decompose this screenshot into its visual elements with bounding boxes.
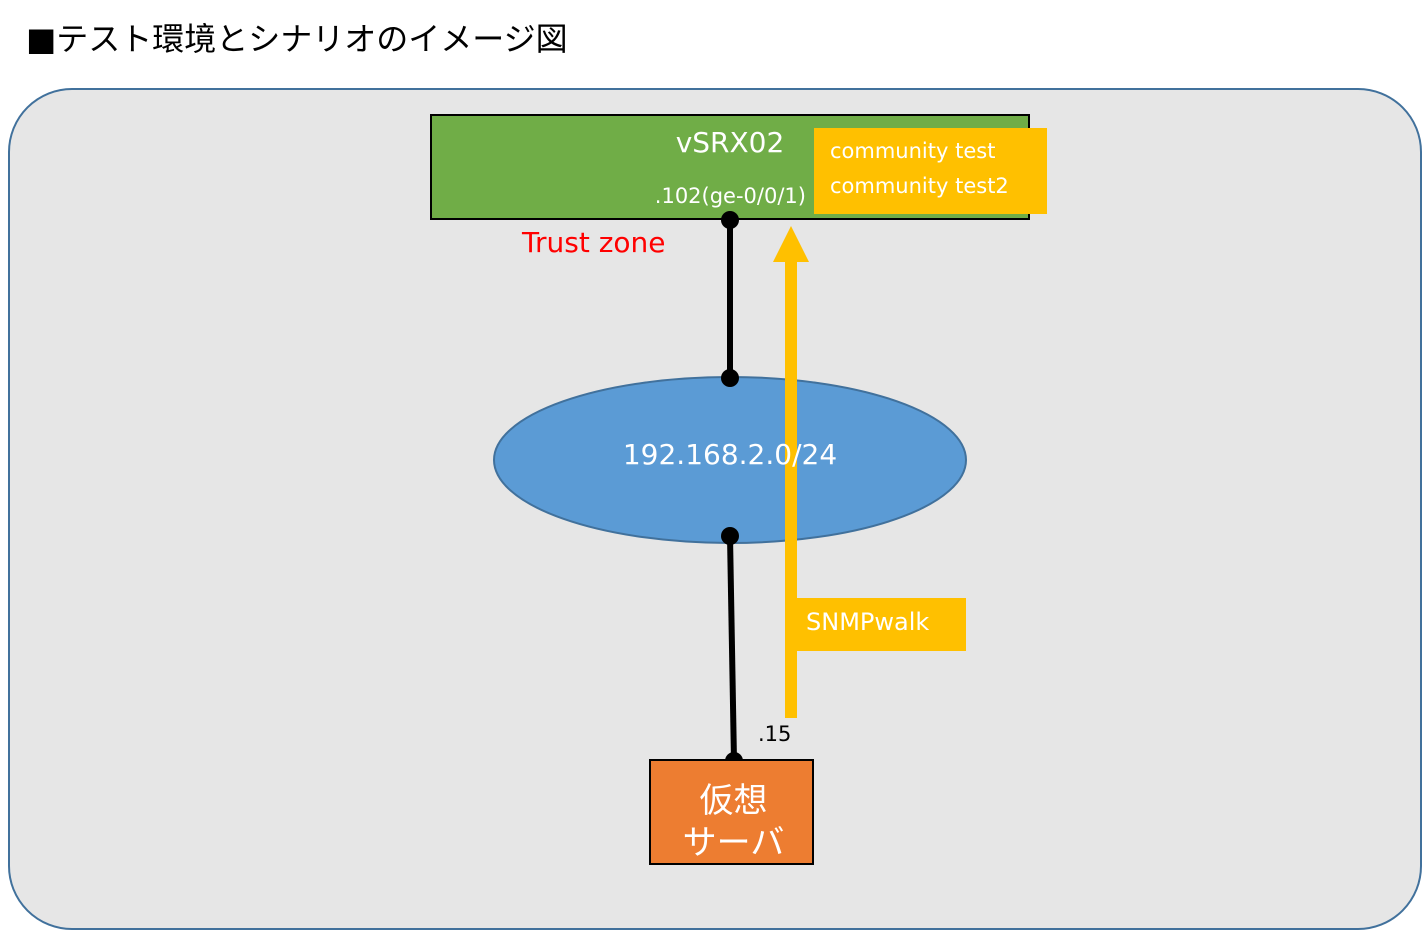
community-item: community test2: [830, 174, 1009, 198]
server-interface-label: .15: [758, 722, 792, 746]
firewall-interface-label: .102(ge-0/0/1): [654, 184, 806, 208]
server-name-line1: 仮想: [699, 781, 768, 821]
network-bottom-port-dot: [721, 527, 739, 545]
network-subnet-label: 192.168.2.0/24: [622, 438, 838, 471]
zone-label: Trust zone: [522, 226, 666, 259]
snmp-arrow-head: [773, 226, 809, 262]
snmp-flow-label: SNMPwalk: [806, 608, 930, 636]
firewall-port-dot: [721, 211, 739, 229]
server-node: 仮想 サーバ: [649, 759, 814, 865]
server-name-line2: サーバ: [682, 823, 785, 863]
downlink-line: [727, 535, 737, 762]
network-top-port-dot: [721, 369, 739, 387]
community-item: community test: [830, 139, 996, 163]
page-title: ■テスト環境とシナリオのイメージ図: [26, 20, 568, 58]
firewall-name: vSRX02: [675, 126, 785, 159]
community-list: community test community test2: [814, 128, 1047, 214]
snmp-flow-label-box: SNMPwalk: [796, 598, 966, 651]
